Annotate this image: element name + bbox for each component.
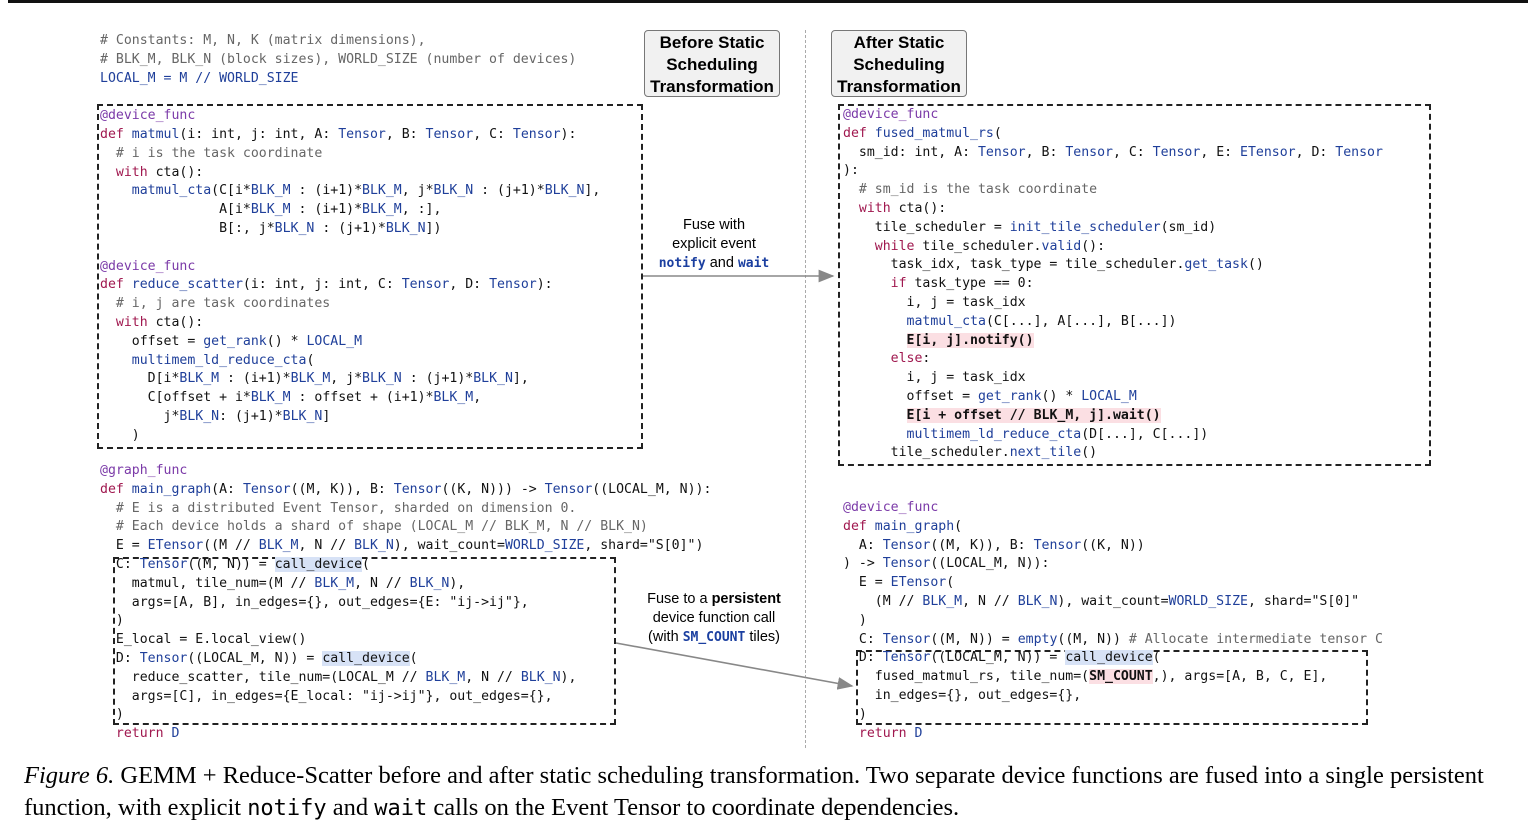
code-line: # Constants: M, N, K (matrix dimensions)… (100, 33, 426, 48)
code-line: reduce_scatter, tile_num=(LOCAL_M // BLK… (100, 669, 577, 685)
before-call-device-box (113, 557, 616, 725)
code-line: B[:, j*BLK_N : (j+1)*BLK_N]) (100, 220, 442, 236)
code-line: A: Tensor((M, K)), B: Tensor((K, N)) (843, 537, 1145, 553)
code-line: ) (100, 707, 124, 723)
code-line: j*BLK_N: (j+1)*BLK_N] (100, 408, 331, 424)
code-line: if task_type == 0: (843, 276, 1034, 292)
code-line: multimem_ld_reduce_cta(D[...], C[...]) (906, 426, 1209, 442)
header-after: After Static Scheduling Transformation (831, 30, 967, 97)
code-line: C: Tensor((M, N)) = empty((M, N)) # Allo… (843, 631, 1383, 647)
code-line: matmul_cta(C[i*BLK_M : (i+1)*BLK_M, j*BL… (131, 183, 601, 199)
code-line: ) (100, 427, 140, 443)
code-line: def main_graph(A: Tensor((M, K)), B: Ten… (100, 481, 712, 497)
code-line: while tile_scheduler.valid(): (843, 238, 1106, 254)
code-line: tile_scheduler = init_tile_scheduler(sm_… (843, 219, 1217, 235)
code-line: def main_graph( (843, 518, 963, 534)
code-line: @device_func (843, 500, 939, 515)
after-fused-func-box (838, 104, 1431, 466)
code-line: @graph_func (100, 463, 188, 478)
code-line: @device_func (843, 107, 939, 122)
code-line: E = ETensor((M // BLK_M, N // BLK_N), wa… (100, 538, 704, 554)
code-line: fused_matmul_rs, tile_num=(SM_COUNT,), a… (843, 669, 1328, 685)
code-line: E[i + offset // BLK_M, j].wait() (906, 407, 1161, 423)
code-line: ) (843, 612, 867, 628)
code-line: E[i, j].notify() (906, 332, 1034, 348)
header-before: Before Static Scheduling Transformation (644, 30, 780, 97)
code-line: # i is the task coordinate (100, 145, 323, 161)
code-line: tile_scheduler.next_tile() (843, 445, 1098, 461)
code-line: task_idx, task_type = tile_scheduler.get… (843, 257, 1264, 273)
code-line: ): (843, 163, 859, 179)
code-line: E = ETensor( (843, 575, 955, 591)
code-line: # i, j are task coordinates (100, 296, 331, 312)
arrow-fuse-persistent (615, 642, 854, 690)
code-line: args=[A, B], in_edges={}, out_edges={E: … (100, 594, 529, 610)
code-line: D[i*BLK_M : (i+1)*BLK_M, j*BLK_N : (j+1)… (100, 371, 529, 387)
figure-caption: Figure 6. GEMM + Reduce-Scatter before a… (24, 762, 1484, 821)
code-line: else: (843, 351, 931, 367)
code-line: def matmul(i: int, j: int, A: Tensor, B:… (100, 126, 577, 142)
code-line: offset = get_rank() * LOCAL_M (100, 333, 363, 349)
code-line: args=[C], in_edges={E_local: "ij->ij"}, … (100, 688, 553, 704)
label-fuse-persistent: Fuse to a persistent device function cal… (647, 591, 781, 645)
code-line: in_edges={}, out_edges={}, (843, 687, 1082, 703)
code-line: with cta(): (843, 200, 947, 216)
label-fuse-notify-wait: Fuse with explicit event notify and wait (658, 217, 770, 271)
code-line: ) (100, 613, 124, 629)
code-line: matmul, tile_num=(M // BLK_M, N // BLK_N… (100, 575, 466, 591)
code-line: sm_id: int, A: Tensor, B: Tensor, C: Ten… (843, 144, 1383, 160)
code-line: # BLK_M, BLK_N (block sizes), WORLD_SIZE… (100, 51, 577, 67)
code-before-top: # Constants: M, N, K (matrix dimensions)… (100, 32, 600, 446)
code-line: (M // BLK_M, N // BLK_N), wait_count=WOR… (843, 593, 1360, 609)
code-line: def reduce_scatter(i: int, j: int, C: Te… (100, 277, 553, 293)
code-line: ) (843, 706, 867, 722)
before-device-funcs-box (97, 104, 643, 449)
code-line: matmul_cta(C[...], A[...], B[...]) (906, 313, 1177, 329)
code-line: return D (100, 726, 180, 742)
top-rule (8, 0, 1528, 3)
column-divider (805, 30, 806, 748)
code-line: D: Tensor((LOCAL_M, N)) = call_device( (100, 650, 418, 666)
code-line: E_local = E.local_view() (100, 632, 307, 648)
code-line: with cta(): (100, 314, 204, 330)
code-line: ) -> Tensor((LOCAL_M, N)): (843, 556, 1050, 572)
code-line: A[i*BLK_M : (i+1)*BLK_M, :], (100, 202, 442, 218)
code-line: LOCAL_M = M // WORLD_SIZE (100, 70, 299, 86)
code-line: def fused_matmul_rs( (843, 125, 1002, 141)
code-line: C: Tensor((M, N)) = call_device( (100, 556, 370, 572)
code-line: # sm_id is the task coordinate (843, 182, 1098, 198)
code-line: with cta(): (100, 164, 204, 180)
code-line: @device_func (100, 108, 196, 124)
code-line: offset = get_rank() * LOCAL_M (843, 388, 1137, 404)
code-line: i, j = task_idx (843, 294, 1026, 310)
code-line: return D (843, 725, 923, 741)
code-line: multimem_ld_reduce_cta( (131, 352, 315, 368)
code-line: @device_func (100, 258, 196, 274)
code-line: # Each device holds a shard of shape (LO… (100, 519, 648, 535)
code-line: C[offset + i*BLK_M : offset + (i+1)*BLK_… (100, 390, 482, 406)
code-line: D: Tensor((LOCAL_M, N)) = call_device( (843, 650, 1161, 666)
code-line: # E is a distributed Event Tensor, shard… (100, 500, 577, 516)
code-line: i, j = task_idx (843, 370, 1026, 386)
